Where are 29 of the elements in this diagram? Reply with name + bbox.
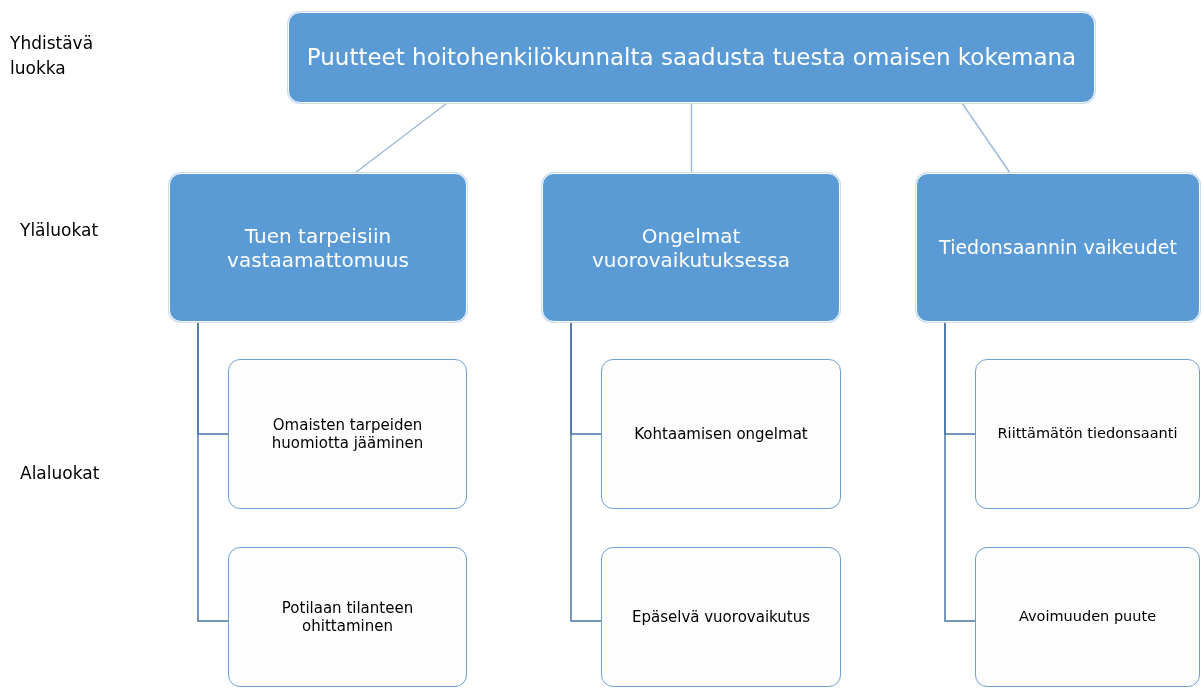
category-label: Epäselvä vuorovaikutus [632,608,810,626]
subcategory-box [601,359,841,509]
connector-line [570,321,602,622]
connector-line [354,102,448,174]
subcategory-box [228,547,467,687]
category-label: Tuen tarpeisiin vastaamattomuus [226,223,410,272]
subcategory-box [975,547,1200,687]
category-label: Avoimuuden puute [1018,608,1157,626]
connector-line [690,102,693,174]
connector-line [961,102,1011,174]
category-label: Omaisten tarpeiden huomiotta jääminen [270,416,425,452]
category-box [169,173,467,322]
category-label: Ongelmat vuorovaikutuksessa [591,223,791,272]
category-box [288,12,1095,103]
subcategory-box [975,359,1200,509]
category-label: Tiedonsaannin vaikeudet [939,236,1177,259]
level-label: Yläluokat [20,219,100,242]
connector-line [197,321,229,622]
level-label: Yhdistävä luokka [10,32,95,80]
category-label: Potilaan tilanteen ohittaminen [280,599,415,635]
category-box [542,173,840,322]
subcategory-box [228,359,467,509]
category-label: Riittämätön tiedonsaanti [997,425,1178,443]
category-box [916,173,1200,322]
category-label: Kohtaamisen ongelmat [634,425,808,443]
category-label: Puutteet hoitohenkilökunnalta saadusta tuesta omaisen kokemana [306,43,1077,72]
connector-line [944,321,976,622]
level-label: Alaluokat [20,462,101,485]
subcategory-box [601,547,841,687]
